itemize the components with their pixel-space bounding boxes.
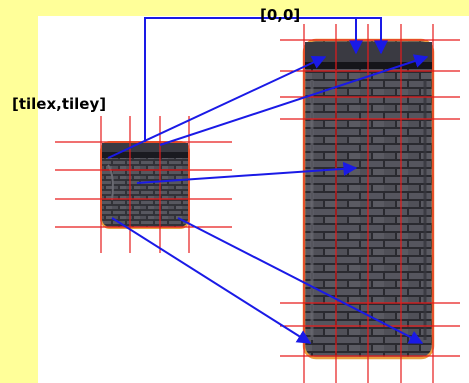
source-tile-top-band <box>102 143 188 153</box>
origin-label: [0,0] <box>260 8 300 23</box>
tile-coords-label: [tilex,tiley] <box>12 97 106 112</box>
